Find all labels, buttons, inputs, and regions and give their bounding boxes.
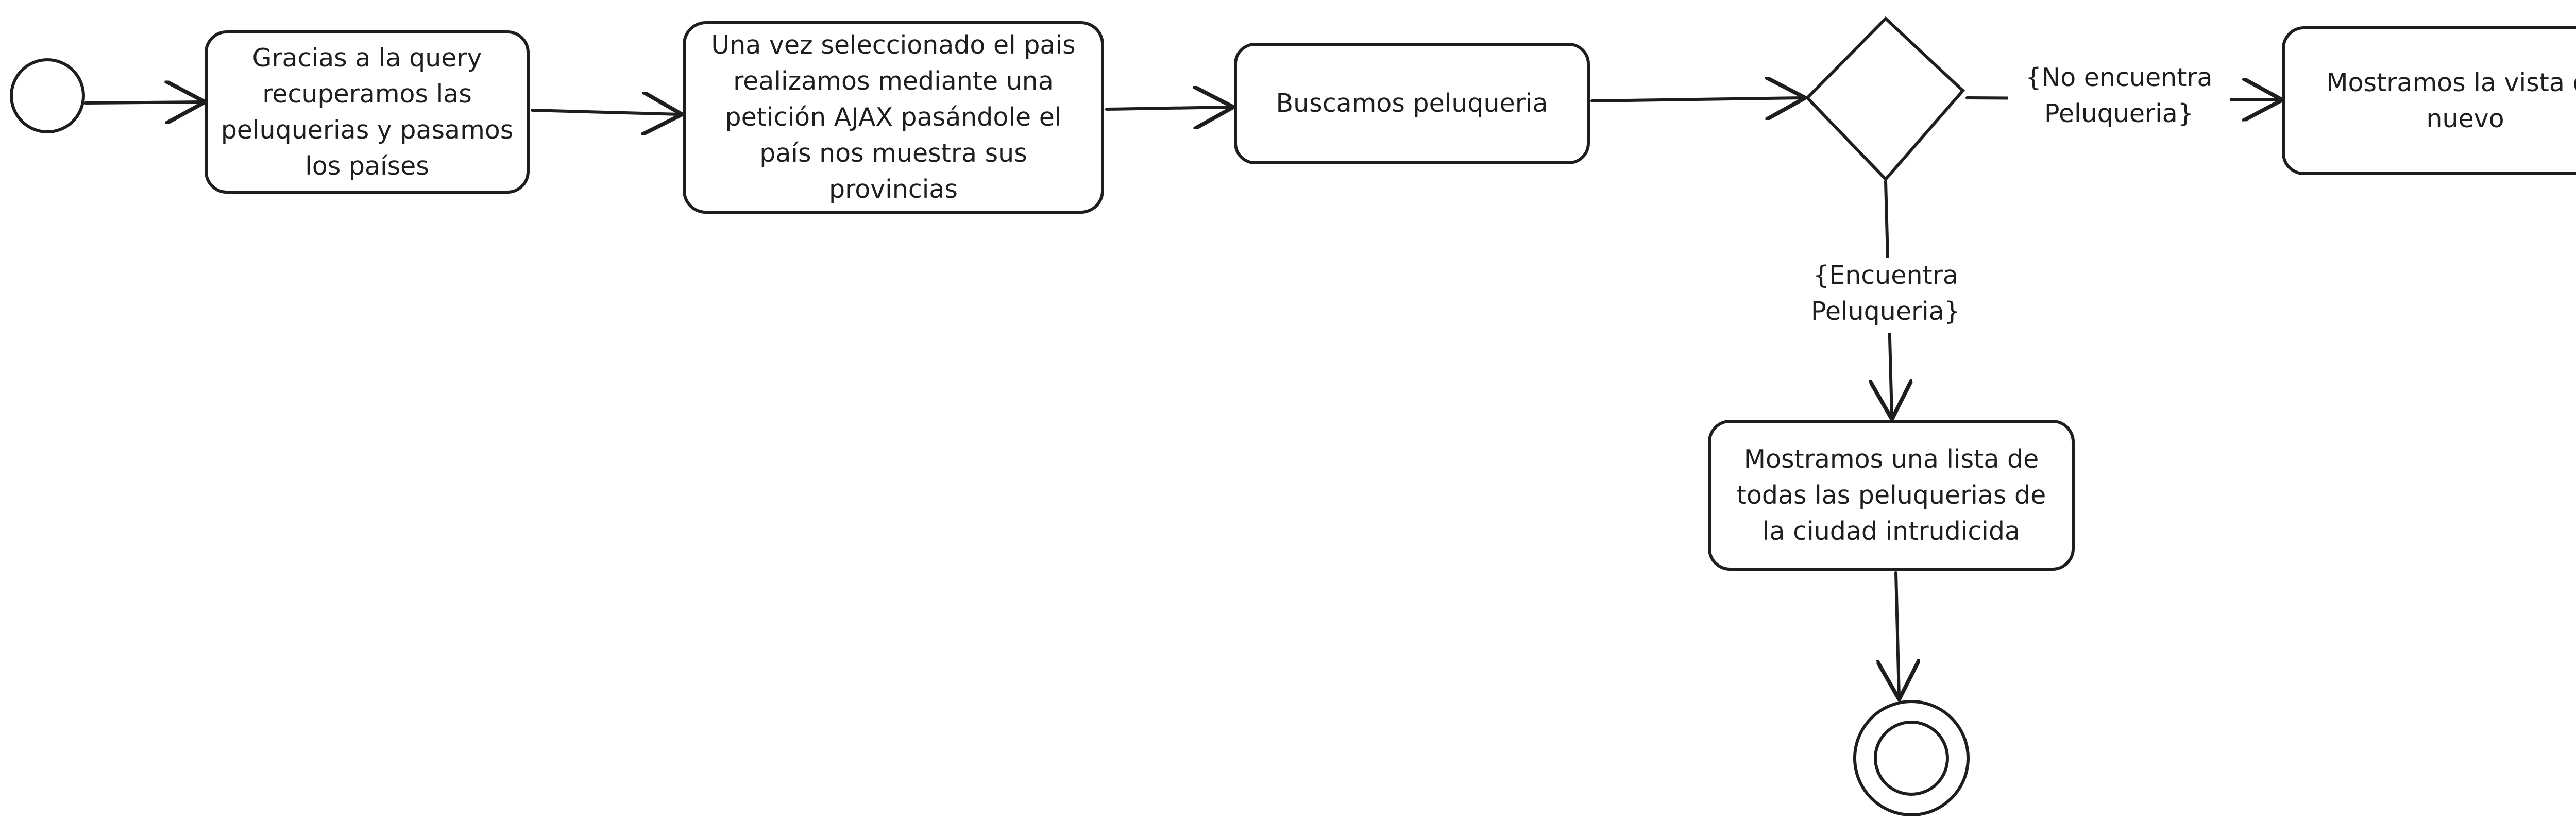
action-node-recuperar-paises	[205, 30, 530, 194]
edge-mostrar-lista-to-final	[1896, 571, 1899, 696]
action-node-buscar-peluqueria	[1234, 43, 1590, 164]
guard-label-no-encuentra: {No encuentra Peluqueria}	[2008, 60, 2230, 135]
final-node-inner	[1874, 721, 1949, 796]
initial-node	[10, 58, 85, 133]
edge-step3-to-decision	[1590, 98, 1802, 101]
edge-step1-to-step2	[531, 110, 679, 114]
action-node-mostrar-lista	[1708, 420, 2075, 571]
edge-step2-to-step3	[1105, 107, 1230, 109]
action-node-peticion-ajax	[683, 21, 1104, 214]
guard-label-encuentra: {Encuentra Peluqueria}	[1788, 258, 1984, 333]
decision-node	[1805, 16, 1965, 182]
action-node-mostrar-vista	[2282, 26, 2576, 175]
edge-start-to-step1	[84, 102, 202, 103]
